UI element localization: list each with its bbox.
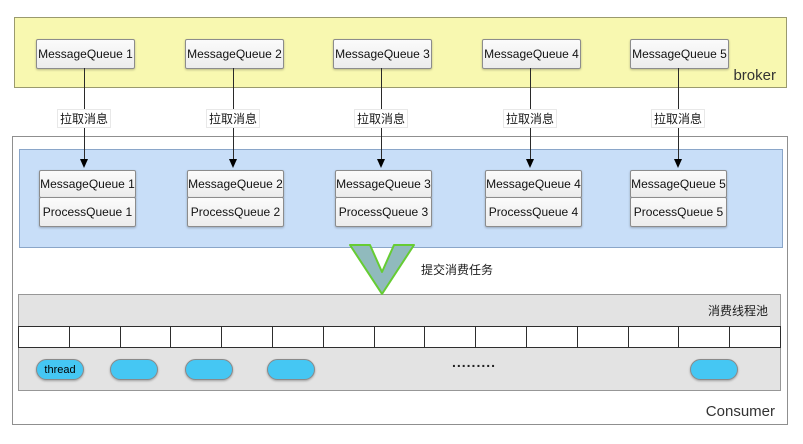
queue-cell	[171, 327, 223, 347]
consumer-process-queue-5: ProcessQueue 5	[630, 197, 727, 227]
pull-message-label: 拉取消息	[502, 109, 558, 128]
queue-cell	[629, 327, 680, 347]
consumer-process-queue-1: ProcessQueue 1	[39, 197, 136, 227]
thread-pool-label: 消费线程池	[707, 304, 768, 318]
queue-cell	[578, 327, 629, 347]
consumer-message-queue-5: MessageQueue 5	[630, 170, 727, 198]
queue-cell	[730, 327, 780, 347]
broker-message-queue-4: MessageQueue 4	[482, 39, 581, 69]
queue-cell	[375, 327, 426, 347]
consumer-process-queue-2: ProcessQueue 2	[187, 197, 284, 227]
pull-arrow-head-icon	[525, 159, 534, 168]
queue-cell	[70, 327, 121, 347]
queue-pair-2: MessageQueue 2 ProcessQueue 2	[187, 170, 284, 227]
consume-queue-band: MessageQueue 1 ProcessQueue 1 MessageQue…	[19, 149, 783, 248]
pull-message-label: 拉取消息	[56, 109, 112, 128]
queue-cell	[679, 327, 731, 347]
pull-arrow-head-icon	[228, 159, 237, 168]
broker-box: MessageQueue 1 MessageQueue 2 MessageQue…	[14, 17, 787, 88]
thread-pill-2	[110, 359, 158, 380]
pull-message-label: 拉取消息	[650, 109, 706, 128]
more-threads-ellipsis: .........	[452, 354, 497, 370]
queue-cell	[476, 327, 527, 347]
queue-pair-4: MessageQueue 4 ProcessQueue 4	[485, 170, 582, 227]
queue-cell	[121, 327, 172, 347]
queue-pair-3: MessageQueue 3 ProcessQueue 3	[335, 170, 432, 227]
consumer-process-queue-3: ProcessQueue 3	[335, 197, 432, 227]
queue-cell	[324, 327, 375, 347]
pull-arrow-head-icon	[673, 159, 682, 168]
submit-task-label: 提交消费任务	[421, 263, 494, 277]
broker-message-queue-1: MessageQueue 1	[36, 39, 135, 69]
queue-cell	[425, 327, 477, 347]
queue-cell	[273, 327, 324, 347]
consumer-message-queue-3: MessageQueue 3	[335, 170, 432, 198]
thread-pool-box: 消费线程池 thread .........	[18, 294, 781, 391]
consumer-label: Consumer	[705, 403, 775, 420]
pull-arrow-head-icon	[79, 159, 88, 168]
queue-cell	[527, 327, 578, 347]
broker-message-queue-2: MessageQueue 2	[185, 39, 284, 69]
broker-label: broker	[733, 67, 776, 84]
pull-message-label: 拉取消息	[353, 109, 409, 128]
pull-arrow-head-icon	[376, 159, 385, 168]
consumer-process-queue-4: ProcessQueue 4	[485, 197, 582, 227]
queue-pair-1: MessageQueue 1 ProcessQueue 1	[39, 170, 136, 227]
thread-pill-5	[690, 359, 738, 380]
consumer-message-queue-2: MessageQueue 2	[187, 170, 284, 198]
thread-pool-queue	[18, 326, 781, 348]
thread-pill-4	[267, 359, 315, 380]
broker-message-queue-5: MessageQueue 5	[630, 39, 729, 69]
consumer-box: MessageQueue 1 ProcessQueue 1 MessageQue…	[12, 136, 788, 425]
consumer-message-queue-4: MessageQueue 4	[485, 170, 582, 198]
thread-pill-3	[185, 359, 233, 380]
queue-pair-5: MessageQueue 5 ProcessQueue 5	[630, 170, 727, 227]
broker-message-queue-3: MessageQueue 3	[333, 39, 432, 69]
queue-cell	[19, 327, 70, 347]
consumer-message-queue-1: MessageQueue 1	[39, 170, 136, 198]
pull-message-label: 拉取消息	[205, 109, 261, 128]
thread-pill-1: thread	[36, 359, 84, 380]
submit-task-arrow-icon	[349, 244, 415, 295]
queue-cell	[222, 327, 273, 347]
